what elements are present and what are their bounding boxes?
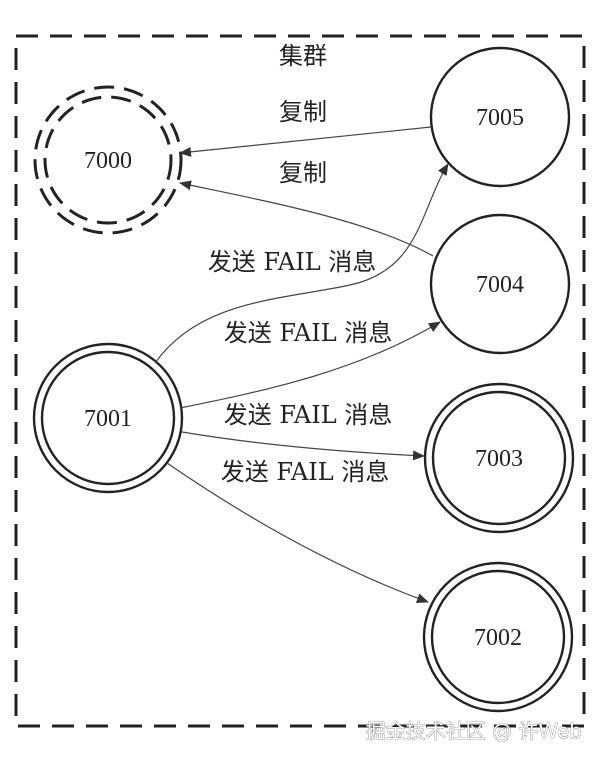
edge-7005-to-7000: [179, 126, 432, 157]
edge-label-7004-7000: 复制: [279, 159, 327, 187]
node-7001-label: 7001: [84, 406, 132, 432]
edge-label-7001-7003: 发送 FAIL 消息: [224, 401, 393, 429]
edge-7001-to-7005: [154, 163, 449, 364]
cluster-label: 集群: [279, 42, 327, 70]
node-7005: 7005: [429, 46, 571, 188]
watermark: 掘金技术社区 @ 许Web: [366, 719, 582, 743]
node-7004-label: 7004: [476, 272, 524, 298]
edge-7004-to-7000: [179, 180, 434, 257]
edge-label-7001-7005: 发送 FAIL 消息: [208, 248, 377, 276]
node-7000-label: 7000: [84, 148, 132, 174]
edge-7001-to-7004: [179, 321, 441, 409]
cluster-boundary: [14, 34, 586, 728]
node-7001: 7001: [32, 342, 184, 494]
node-7003: 7003: [423, 382, 575, 534]
node-7000: 7000: [33, 85, 183, 235]
node-7002: 7002: [422, 561, 574, 713]
edge-label-7001-7002: 发送 FAIL 消息: [221, 458, 390, 486]
edge-7001-to-7002: [166, 462, 429, 603]
node-7003-label: 7003: [475, 446, 523, 472]
node-7002-label: 7002: [474, 625, 522, 651]
node-7005-label: 7005: [476, 105, 524, 131]
node-7004: 7004: [429, 213, 571, 355]
edge-label-7005-7000: 复制: [279, 98, 327, 126]
edge-7001-to-7003: [181, 431, 425, 461]
edge-label-7001-7004: 发送 FAIL 消息: [224, 319, 393, 347]
